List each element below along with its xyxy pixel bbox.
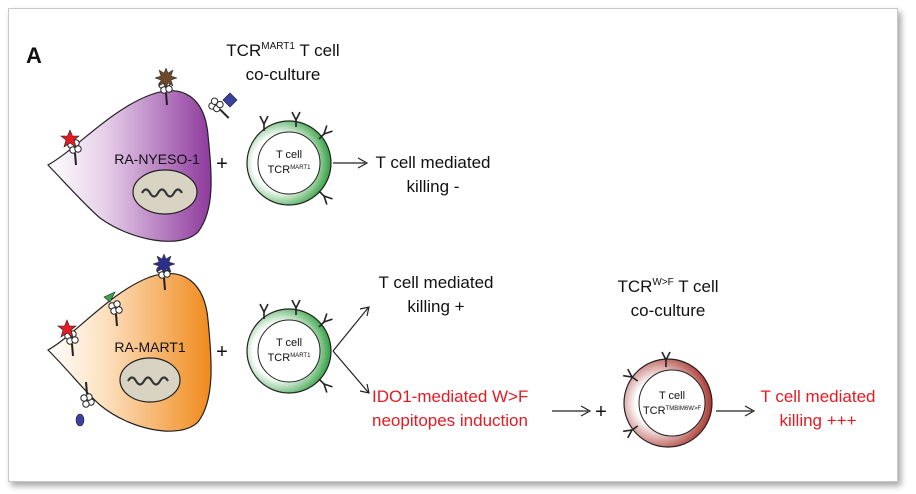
tumor-label-bottom: RA-MART1: [114, 339, 186, 355]
top-coculture-title-line2: co-culture: [246, 65, 321, 84]
red-star-peptide: [60, 129, 80, 148]
arrowhead: [359, 306, 370, 317]
result-top-line2: killing -: [407, 177, 460, 196]
t-cell-label: T cell: [276, 149, 302, 161]
arrowhead: [744, 405, 756, 417]
t-cell-inner: [257, 319, 321, 383]
ido-text-line1: IDO1-mediated W>F: [372, 387, 528, 406]
wf-t-cell-tcr-label: TCRTMBIM6W>F: [643, 405, 701, 417]
t-cell-inner: [638, 369, 706, 437]
panel-label: A: [26, 43, 42, 68]
final-result-line1: T cell mediated: [761, 387, 876, 406]
plus-sign: +: [216, 341, 228, 363]
result-top-line1: T cell mediated: [376, 153, 491, 172]
arrowhead: [580, 405, 592, 417]
final-result-line2: killing +++: [779, 411, 856, 430]
wf-coculture-title: TCRW>F T cell: [617, 277, 718, 296]
t-cell-tcr-label: TCRMART1: [268, 352, 311, 364]
chromatin: [141, 188, 183, 198]
blue-oval-peptide: [75, 413, 85, 427]
plus-sign-2: +: [595, 401, 607, 423]
green-triangle-peptide: [103, 291, 116, 303]
t-cell-tcr-label: TCRMART1: [268, 164, 311, 176]
blue-star-peptide: [152, 253, 176, 275]
arrow-branch-down: [332, 350, 369, 393]
result-bottom-line1: T cell mediated: [379, 273, 494, 292]
ido-text-line2: neopitopes induction: [372, 411, 528, 430]
arrowhead: [359, 383, 370, 394]
wf-t-cell-label: T cell: [659, 390, 685, 402]
top-coculture-title: TCRMART1 T cell: [226, 41, 339, 60]
brown-star-peptide: [154, 67, 178, 89]
arrow-branch-up: [332, 307, 369, 352]
tumor-label-top: RA-NYESO-1: [114, 151, 200, 167]
nucleus: [119, 357, 181, 403]
blue-diamond-peptide: [222, 92, 238, 108]
chromatin: [127, 376, 169, 386]
result-bottom-line2: killing +: [407, 297, 464, 316]
wf-coculture-title-line2: co-culture: [631, 301, 706, 320]
red-star-peptide: [57, 319, 77, 338]
arrowhead: [357, 157, 369, 169]
t-cell-inner: [257, 131, 321, 195]
t-cell-label: T cell: [276, 337, 302, 349]
plus-sign: +: [216, 153, 228, 175]
